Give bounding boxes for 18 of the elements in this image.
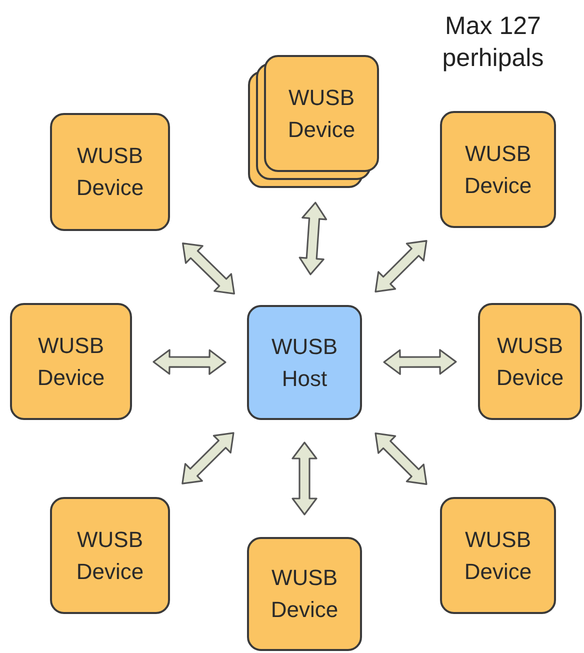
double-arrow [182,242,235,294]
device-box: WUSB Device [440,497,556,614]
double-arrow [383,349,457,375]
device-box: WUSB Device [10,303,132,420]
double-arrow [182,432,234,484]
host-box: WUSB Host [247,305,362,420]
double-arrow [298,202,328,276]
device-box: WUSB Device [440,111,556,228]
device-box: WUSB Device [50,497,170,614]
double-arrow [374,240,428,292]
double-arrow [374,432,428,485]
device-box: WUSB Device [50,113,170,231]
double-arrow [292,442,318,516]
device-box: WUSB Device [247,537,362,651]
device-box: WUSB Device [264,55,379,172]
double-arrow [152,349,226,375]
device-box: WUSB Device [478,303,582,420]
note-text: Max 127 perhipals [441,11,545,74]
